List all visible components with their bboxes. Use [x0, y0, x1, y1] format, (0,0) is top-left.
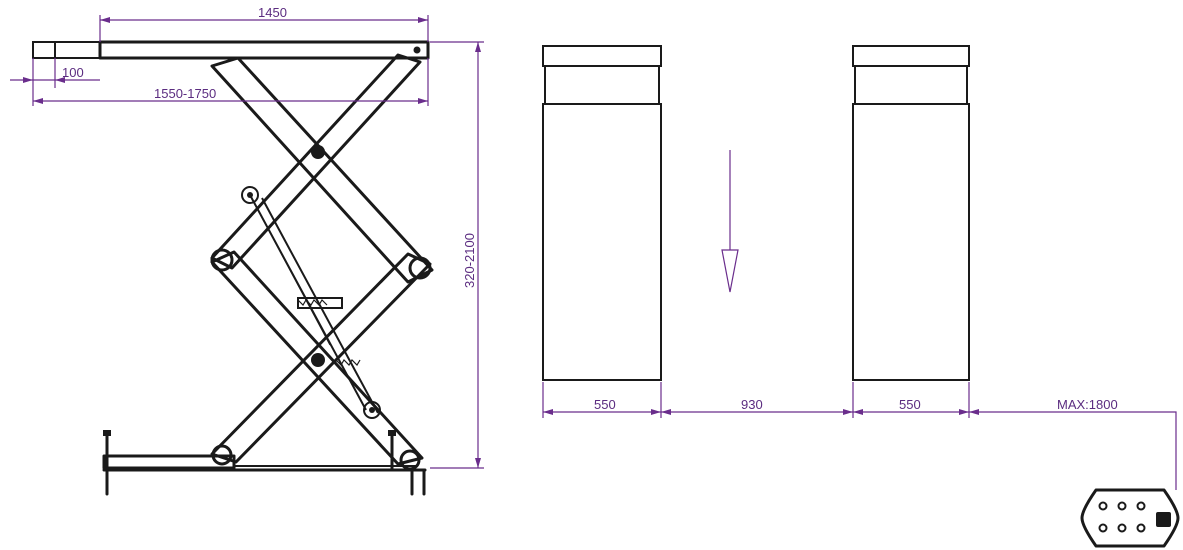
extension-label: 100	[62, 65, 84, 80]
platform-length-label: 1450	[258, 5, 287, 20]
hydraulic-cylinder	[241, 186, 381, 419]
dimension-chain: 550 930 550 MAX:1800	[542, 382, 1177, 490]
right-pad	[852, 45, 970, 381]
platform	[32, 40, 430, 60]
gap-width-label: 930	[741, 397, 763, 412]
side-view: 1450 100 1550-1750 320-2100	[10, 5, 484, 496]
dimension-extension: 100	[10, 58, 100, 88]
height-label: 320-2100	[462, 233, 477, 288]
control-box-icon	[1080, 488, 1180, 548]
dimension-height: 320-2100	[430, 41, 484, 469]
cable-length-label: MAX:1800	[1057, 397, 1118, 412]
base-frame	[102, 430, 427, 496]
dimension-platform-length: 1450	[99, 5, 429, 42]
top-view: 550 930 550 MAX:1800	[542, 45, 1180, 548]
left-pad	[542, 45, 662, 381]
dimension-total-length: 1550-1750	[32, 58, 429, 106]
total-length-label: 1550-1750	[154, 86, 216, 101]
pad-right-width-label: 550	[899, 397, 921, 412]
scissor-arms	[210, 53, 434, 471]
down-arrow-icon	[721, 150, 739, 293]
pad-left-width-label: 550	[594, 397, 616, 412]
